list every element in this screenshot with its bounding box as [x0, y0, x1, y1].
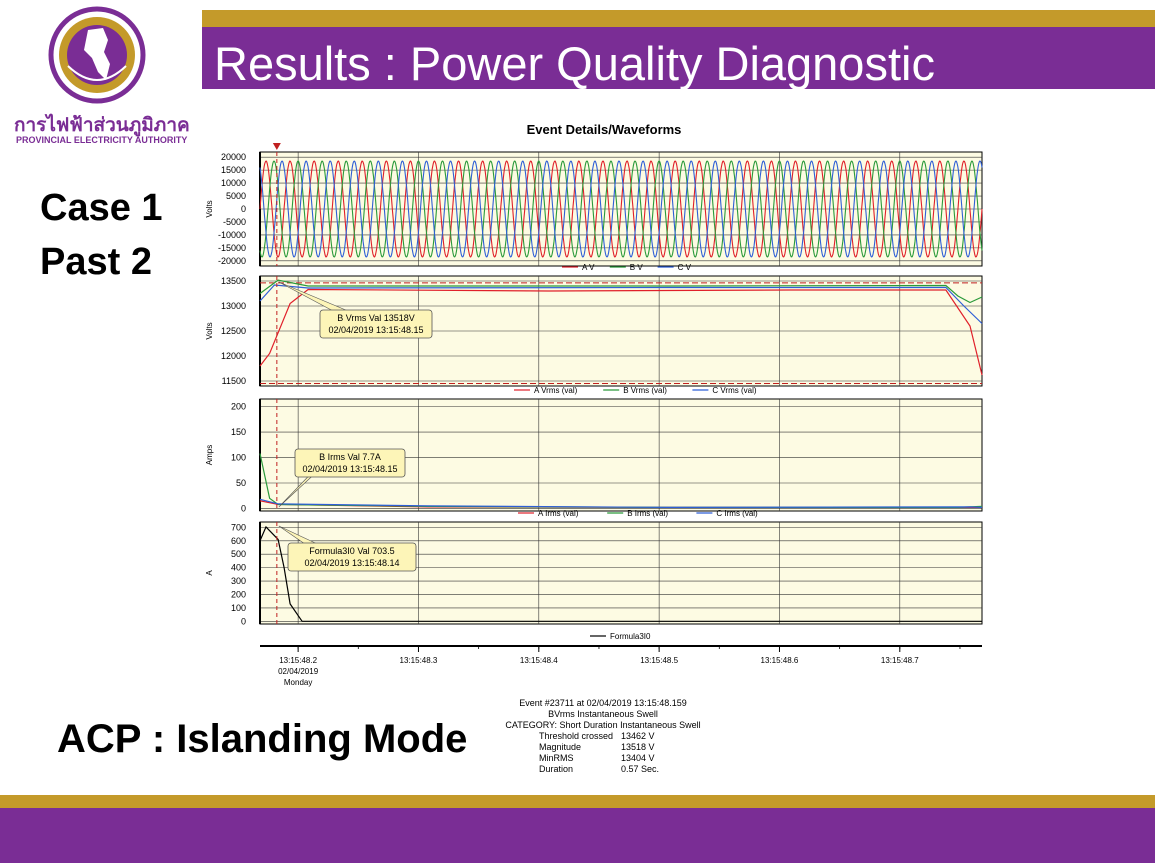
y-tick-label: 100	[231, 603, 246, 613]
title-band	[202, 27, 1155, 89]
y-tick-label: 400	[231, 563, 246, 573]
legend-entry: B Irms (val)	[627, 509, 668, 518]
x-tick-label: 13:15:48.2	[279, 656, 317, 665]
legend-entry: A Irms (val)	[538, 509, 579, 518]
legend-entry: A V	[582, 263, 595, 272]
y-tick-label: 10000	[221, 178, 246, 188]
y-tick-label: -20000	[218, 256, 246, 266]
bottom-gold-bar	[0, 795, 1155, 808]
waveform-series-b-v	[259, 160, 983, 258]
callout-box	[319, 309, 433, 339]
y-tick-label: 20000	[221, 152, 246, 162]
y-axis-label: Volts	[205, 200, 214, 217]
legend-entry: C V	[678, 263, 692, 272]
y-tick-label: 50	[236, 478, 246, 488]
y-tick-label: -15000	[218, 243, 246, 253]
y-tick-label: 13000	[221, 301, 246, 311]
pea-logo	[48, 6, 146, 104]
x-tick-label: 13:15:48.3	[400, 656, 438, 665]
y-tick-label: 150	[231, 427, 246, 437]
chart-title: Event Details/Waveforms	[527, 122, 682, 137]
legend-entry: A Vrms (val)	[534, 386, 578, 395]
y-axis-label: A	[205, 570, 214, 576]
x-day-label: Monday	[284, 678, 312, 687]
org-name-english: PROVINCIAL ELECTRICITY AUTHORITY	[16, 135, 188, 145]
event-type-line: BVrms Instantaneous Swell	[548, 709, 658, 719]
series-line	[259, 288, 983, 376]
y-tick-label: 0	[241, 204, 246, 214]
y-tick-label: 500	[231, 549, 246, 559]
y-tick-label: 300	[231, 576, 246, 586]
y-axis-label: Volts	[205, 322, 214, 339]
legend-entry: B V	[630, 263, 644, 272]
past-label: Past 2	[40, 241, 152, 283]
slide-title: Results : Power Quality Diagnostic	[214, 37, 935, 90]
y-tick-label: -10000	[218, 230, 246, 240]
x-date-label: 02/04/2019	[278, 667, 319, 676]
legend-entry: C Vrms (val)	[712, 386, 756, 395]
y-tick-label: 600	[231, 536, 246, 546]
event-waveform-chart: Event Details/Waveforms20000150001000050…	[205, 122, 983, 687]
event-category-line: CATEGORY: Short Duration Instantaneous S…	[505, 720, 701, 730]
legend-entry: B Vrms (val)	[623, 386, 667, 395]
callout-line1: B Irms Val 7.7A	[319, 452, 381, 462]
y-tick-label: 200	[231, 402, 246, 412]
callout-line1: Formula3I0 Val 703.5	[309, 546, 394, 556]
y-tick-label: 100	[231, 453, 246, 463]
legend-entry: C Irms (val)	[716, 509, 758, 518]
y-axis-label: Amps	[205, 445, 214, 465]
bottom-band	[0, 808, 1155, 863]
series-line	[259, 279, 983, 304]
x-tick-label: 13:15:48.5	[640, 656, 678, 665]
callout-line1: B Vrms Val 13518V	[337, 313, 415, 323]
y-tick-label: 12500	[221, 326, 246, 336]
callout-line2: 02/04/2019 13:15:48.15	[302, 464, 397, 474]
waveform-series-a-v	[259, 160, 983, 258]
plot-area-formula	[259, 521, 983, 625]
callout-box	[287, 542, 417, 572]
y-tick-label: 11500	[222, 376, 246, 386]
waveform-series-c-v	[259, 160, 983, 258]
y-tick-label: 12000	[221, 351, 246, 361]
top-gold-bar	[202, 10, 1155, 27]
y-tick-label: 0	[241, 503, 246, 513]
y-tick-label: 15000	[221, 165, 246, 175]
event-details: Event #23711 at 02/04/2019 13:15:48.159 …	[503, 698, 703, 775]
callout-line2: 02/04/2019 13:15:48.15	[328, 325, 423, 335]
series-line	[259, 498, 983, 509]
series-line	[259, 525, 982, 622]
series-line	[259, 284, 983, 324]
y-tick-label: 700	[231, 522, 246, 532]
callout-box	[294, 448, 406, 478]
y-tick-label: -5000	[223, 217, 246, 227]
y-tick-label: 5000	[226, 191, 246, 201]
callout-line2: 02/04/2019 13:15:48.14	[304, 558, 399, 568]
x-tick-label: 13:15:48.7	[881, 656, 919, 665]
y-tick-label: 13500	[221, 276, 246, 286]
cursor-marker-icon	[272, 143, 281, 150]
org-name-thai: การไฟฟ้าส่วนภูมิภาค	[14, 115, 190, 136]
legend-entry: Formula3I0	[610, 632, 651, 641]
y-tick-label: 200	[231, 589, 246, 599]
y-tick-label: 0	[241, 616, 246, 626]
case-label: Case 1	[40, 187, 163, 229]
x-tick-label: 13:15:48.6	[761, 656, 799, 665]
mode-label: ACP : Islanding Mode	[57, 717, 468, 761]
event-id-line: Event #23711 at 02/04/2019 13:15:48.159	[519, 698, 687, 708]
x-tick-label: 13:15:48.4	[520, 656, 558, 665]
